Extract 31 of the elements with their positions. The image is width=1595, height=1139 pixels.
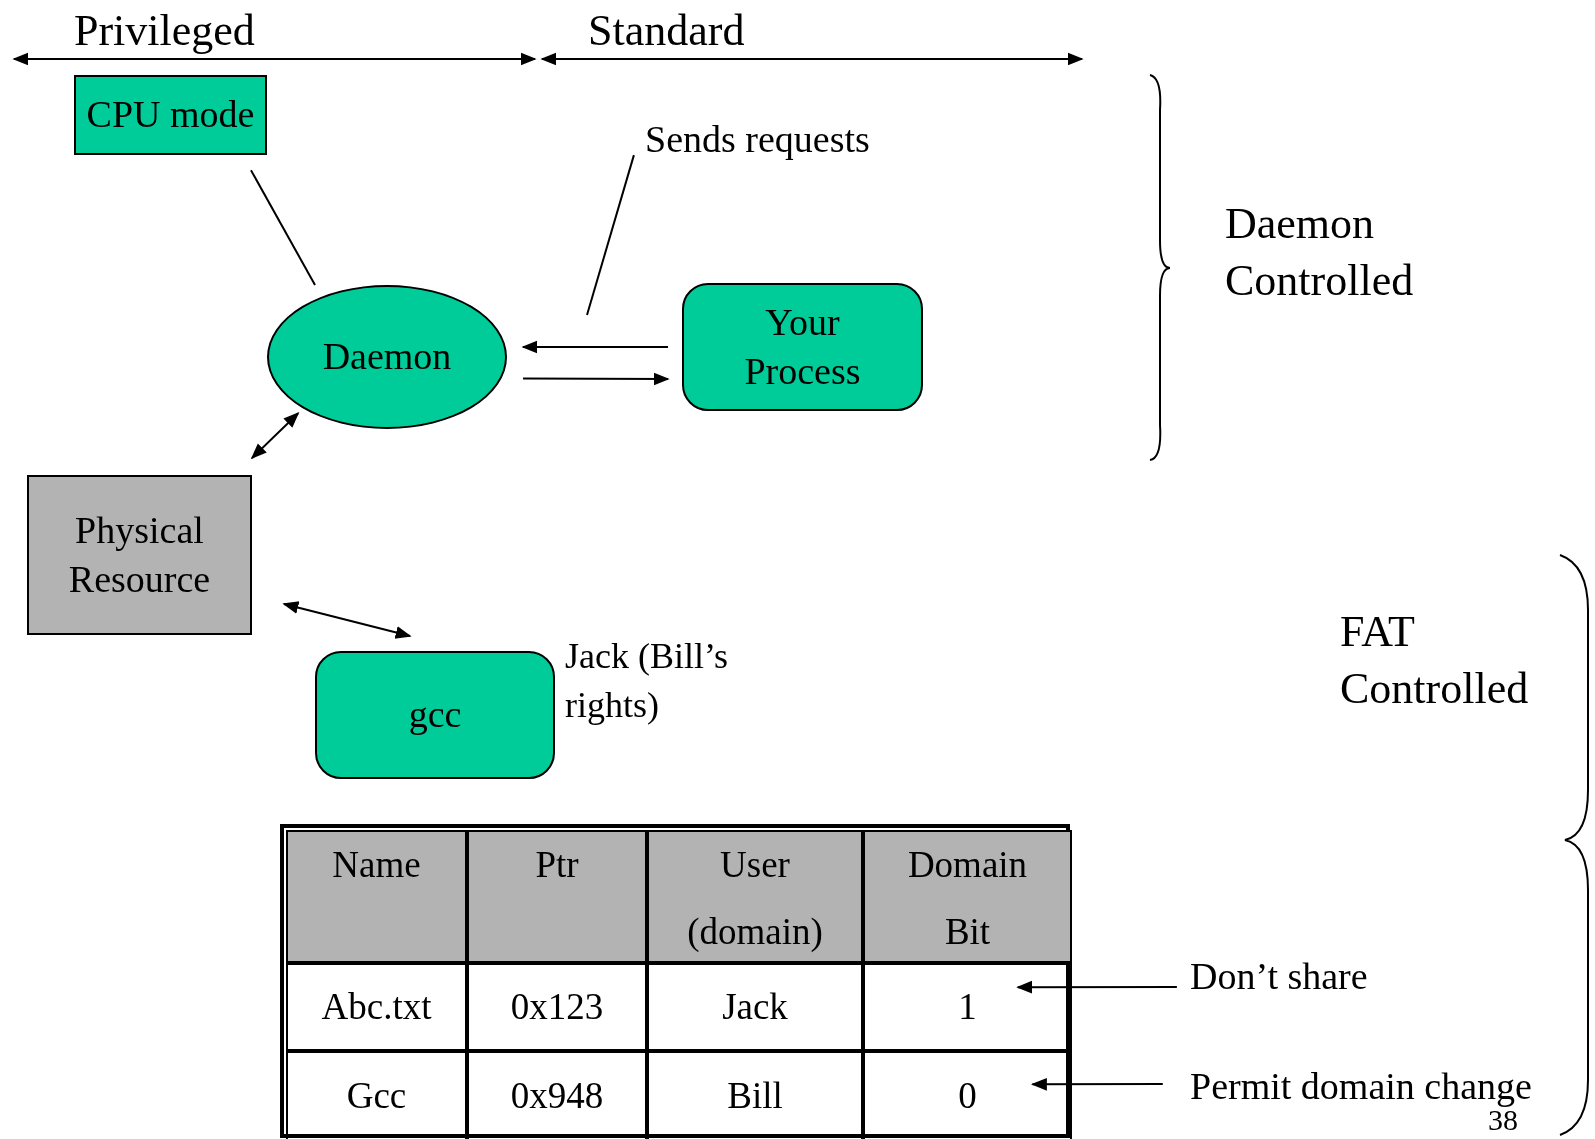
node-caption: Jack (Bill’s rights): [565, 635, 729, 727]
arrow: [282, 601, 412, 639]
annotation-text: Sends requests: [645, 112, 945, 168]
process-box: gcc: [315, 651, 555, 779]
table-cell: Bill: [647, 1051, 863, 1139]
column-header: Name: [286, 830, 467, 963]
axis-label: Privileged: [74, 5, 256, 57]
arrow: [522, 372, 670, 386]
table-cell: Abc.txt: [286, 963, 467, 1051]
daemon-ellipse: Daemon: [267, 285, 507, 429]
table-cell: 1: [863, 963, 1072, 1051]
annotation-text: Don’t share: [1190, 952, 1420, 1002]
table-cell: 0x948: [467, 1051, 647, 1139]
mode-box: CPU mode: [74, 75, 267, 155]
arrow: [1016, 980, 1178, 994]
resource-box: Physical Resource: [27, 475, 252, 635]
column-header: Domain Bit: [863, 830, 1072, 963]
arrow: [521, 340, 669, 354]
column-header: Ptr: [467, 830, 647, 963]
column-header: User (domain): [647, 830, 863, 963]
table-cell: 0x123: [467, 963, 647, 1051]
axis-label: Standard: [588, 5, 746, 57]
region-label: FAT Controlled: [1340, 606, 1530, 716]
table-cell: Gcc: [286, 1051, 467, 1139]
process-box: Your Process: [682, 283, 923, 411]
arrow: [250, 412, 300, 460]
table-cell: 0: [863, 1051, 1072, 1139]
region-label: Daemon Controlled: [1225, 198, 1415, 308]
leader-line: [586, 154, 635, 316]
table-cell: Jack: [647, 963, 863, 1051]
arrow: [1030, 1077, 1164, 1091]
